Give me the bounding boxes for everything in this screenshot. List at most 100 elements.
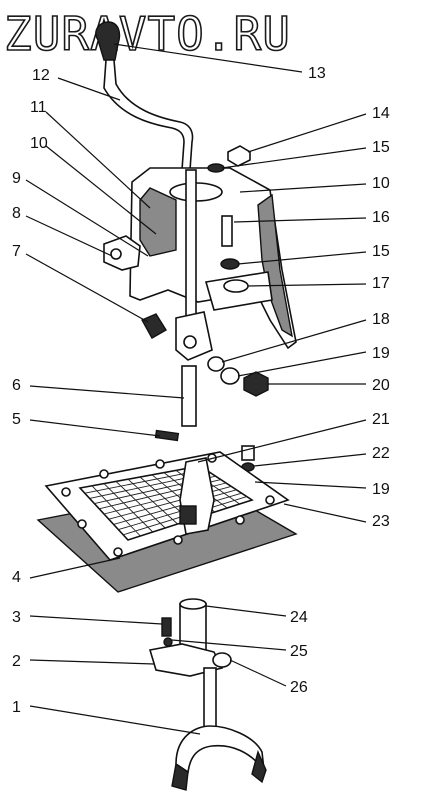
clip-26 xyxy=(212,652,232,668)
callout-8: 8 xyxy=(12,205,21,222)
watermark-text: ZURAVTO.RU xyxy=(4,7,291,61)
pin-7 xyxy=(141,313,167,339)
callout-25: 25 xyxy=(290,643,308,660)
leader-21 xyxy=(197,419,367,463)
callout-3: 3 xyxy=(12,609,21,626)
shift-rod xyxy=(185,169,197,331)
callout-12: 12 xyxy=(32,67,50,84)
leader-23 xyxy=(283,503,367,523)
bolt-21 xyxy=(241,445,255,461)
ball-25 xyxy=(163,637,173,647)
callout-17: 17 xyxy=(372,275,390,292)
cover-hole-8 xyxy=(113,547,123,557)
fork-right-tip xyxy=(251,749,267,784)
leader-16 xyxy=(233,217,367,223)
leader-13 xyxy=(113,43,303,73)
bushing-top xyxy=(179,598,207,610)
fork-assembly xyxy=(148,598,267,791)
callout-labels: 13 12 11 10 9 8 7 6 5 4 3 2 1 14 15 10 1… xyxy=(12,65,390,716)
callout-10a: 10 xyxy=(30,135,48,152)
callout-1: 1 xyxy=(12,699,21,716)
leader-14 xyxy=(247,113,367,153)
leader-6 xyxy=(29,385,185,399)
leader-24 xyxy=(205,605,287,617)
leader-26 xyxy=(229,659,287,687)
shaft-6 xyxy=(181,365,197,427)
washer-15-lower xyxy=(220,258,240,270)
leader-19b xyxy=(254,481,367,489)
leader-22 xyxy=(253,453,367,467)
lever-rod-bent xyxy=(103,59,194,171)
leader-8 xyxy=(25,215,113,257)
callout-4: 4 xyxy=(12,569,21,586)
cover-assembly xyxy=(36,451,298,593)
callout-14: 14 xyxy=(372,105,390,122)
leader-4 xyxy=(29,557,121,579)
callout-16: 16 xyxy=(372,209,390,226)
callout-13: 13 xyxy=(308,65,326,82)
leader-7 xyxy=(25,253,149,323)
shift-housing xyxy=(103,167,297,350)
cover-hole-6 xyxy=(235,515,245,525)
callout-15b: 15 xyxy=(372,243,390,260)
fork-left-tip xyxy=(171,762,189,791)
key-5 xyxy=(154,429,180,442)
leader-15a xyxy=(221,147,367,169)
washer-15-upper xyxy=(207,163,225,173)
fork-stem xyxy=(203,667,217,729)
leader-2 xyxy=(29,659,155,665)
cover-hole-7 xyxy=(173,535,183,545)
bolt-16 xyxy=(221,215,233,247)
mounting-ear-hole xyxy=(110,248,122,260)
leader-17 xyxy=(247,283,367,287)
housing-shadow-right xyxy=(257,193,293,338)
mounting-ear xyxy=(103,235,141,271)
leader-15b xyxy=(237,251,367,265)
cover-hole-2 xyxy=(99,469,109,479)
callout-24: 24 xyxy=(290,609,308,626)
leader-11 xyxy=(45,111,151,209)
callout-23: 23 xyxy=(372,513,390,530)
callout-15a: 15 xyxy=(372,139,390,156)
callout-18: 18 xyxy=(372,311,390,328)
spacer-17 xyxy=(223,279,249,293)
leader-25 xyxy=(171,639,287,651)
leader-3 xyxy=(29,615,163,625)
spring-3 xyxy=(161,617,172,637)
callout-10b: 10 xyxy=(372,175,390,192)
callout-5: 5 xyxy=(12,411,21,428)
callout-11: 11 xyxy=(30,99,47,116)
lever-knob xyxy=(95,21,121,61)
cover-hole-1 xyxy=(61,487,71,497)
callout-6: 6 xyxy=(12,377,21,394)
grid-line xyxy=(113,489,237,525)
callout-26: 26 xyxy=(290,679,308,696)
callout-19b: 19 xyxy=(372,481,390,498)
cover-hole-3 xyxy=(155,459,165,469)
bolt-14-head xyxy=(227,145,251,167)
leader-10b xyxy=(239,183,367,193)
leader-9 xyxy=(25,179,149,257)
leader-18 xyxy=(221,319,367,363)
leader-12 xyxy=(57,77,121,101)
leader-1 xyxy=(29,705,201,735)
leader-10a xyxy=(45,145,157,235)
leader-lines xyxy=(25,43,367,735)
washer-19-upper xyxy=(220,367,240,385)
cover-hole-5 xyxy=(265,495,275,505)
cover-slot xyxy=(179,505,197,525)
cover-hole-9 xyxy=(77,519,87,529)
leader-19a xyxy=(237,351,367,377)
clevis-hole xyxy=(183,335,197,349)
callout-19a: 19 xyxy=(372,345,390,362)
washer-18 xyxy=(207,356,225,372)
callout-20: 20 xyxy=(372,377,390,394)
leader-5 xyxy=(29,419,161,437)
bolt-14-group xyxy=(207,145,251,173)
callout-22: 22 xyxy=(372,445,390,462)
housing-shadow-left xyxy=(139,187,177,257)
rod-clevis xyxy=(175,311,213,361)
callout-9: 9 xyxy=(12,170,21,187)
nut-20 xyxy=(243,371,269,397)
